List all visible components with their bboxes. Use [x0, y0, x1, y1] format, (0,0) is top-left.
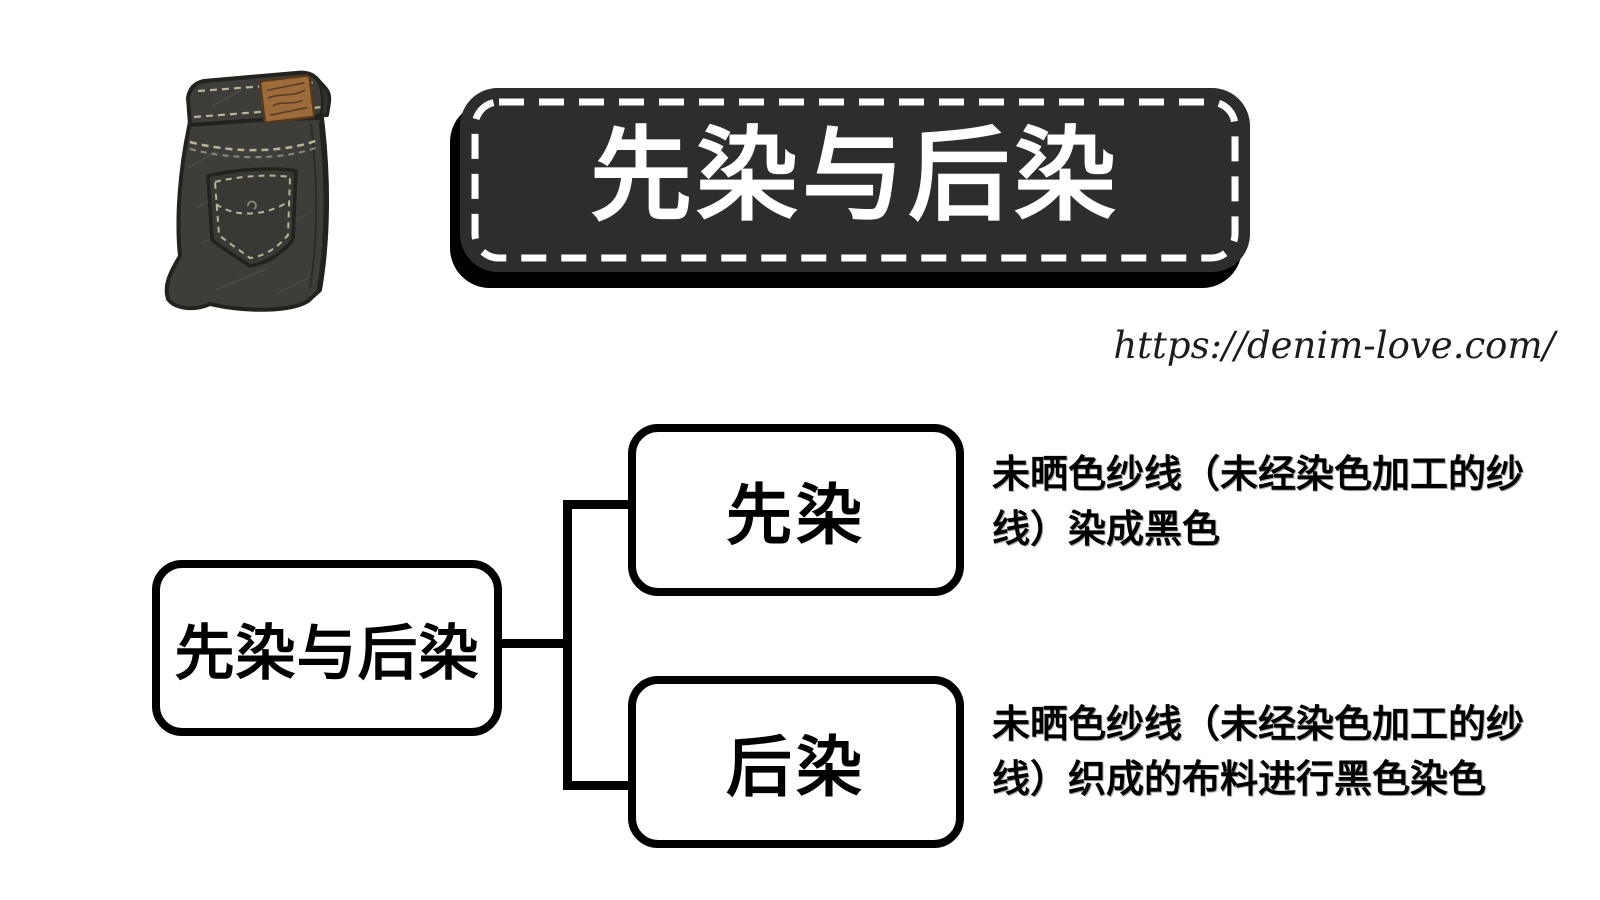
child-node-pre-dye: 先染: [628, 424, 964, 596]
description-pre-dye: 未晒色纱线（未经染色加工的纱线）染成黑色: [992, 454, 1525, 551]
site-url-text: https://denim-love.com/: [1113, 324, 1555, 367]
connector-branch-top: [563, 500, 628, 509]
connector-branch-bottom: [563, 781, 628, 790]
folded-jeans-illustration: [164, 70, 332, 312]
page-title: 先染与后染: [590, 121, 1120, 234]
connector-trunk: [563, 500, 572, 790]
root-node: 先染与后染: [152, 560, 502, 736]
banner-dashed-border: [471, 98, 1239, 262]
title-banner: 先染与后染: [460, 88, 1250, 272]
child-node-pre-dye-label: 先染: [726, 480, 866, 553]
root-node-label: 先染与后染: [174, 620, 480, 687]
description-post-dye: 未晒色纱线（未经染色加工的纱线）织成的布料进行黑色染色: [992, 704, 1525, 801]
connector-root: [500, 639, 572, 648]
child-node-post-dye: 后染: [628, 676, 964, 848]
child-node-post-dye-label: 后染: [726, 732, 866, 805]
